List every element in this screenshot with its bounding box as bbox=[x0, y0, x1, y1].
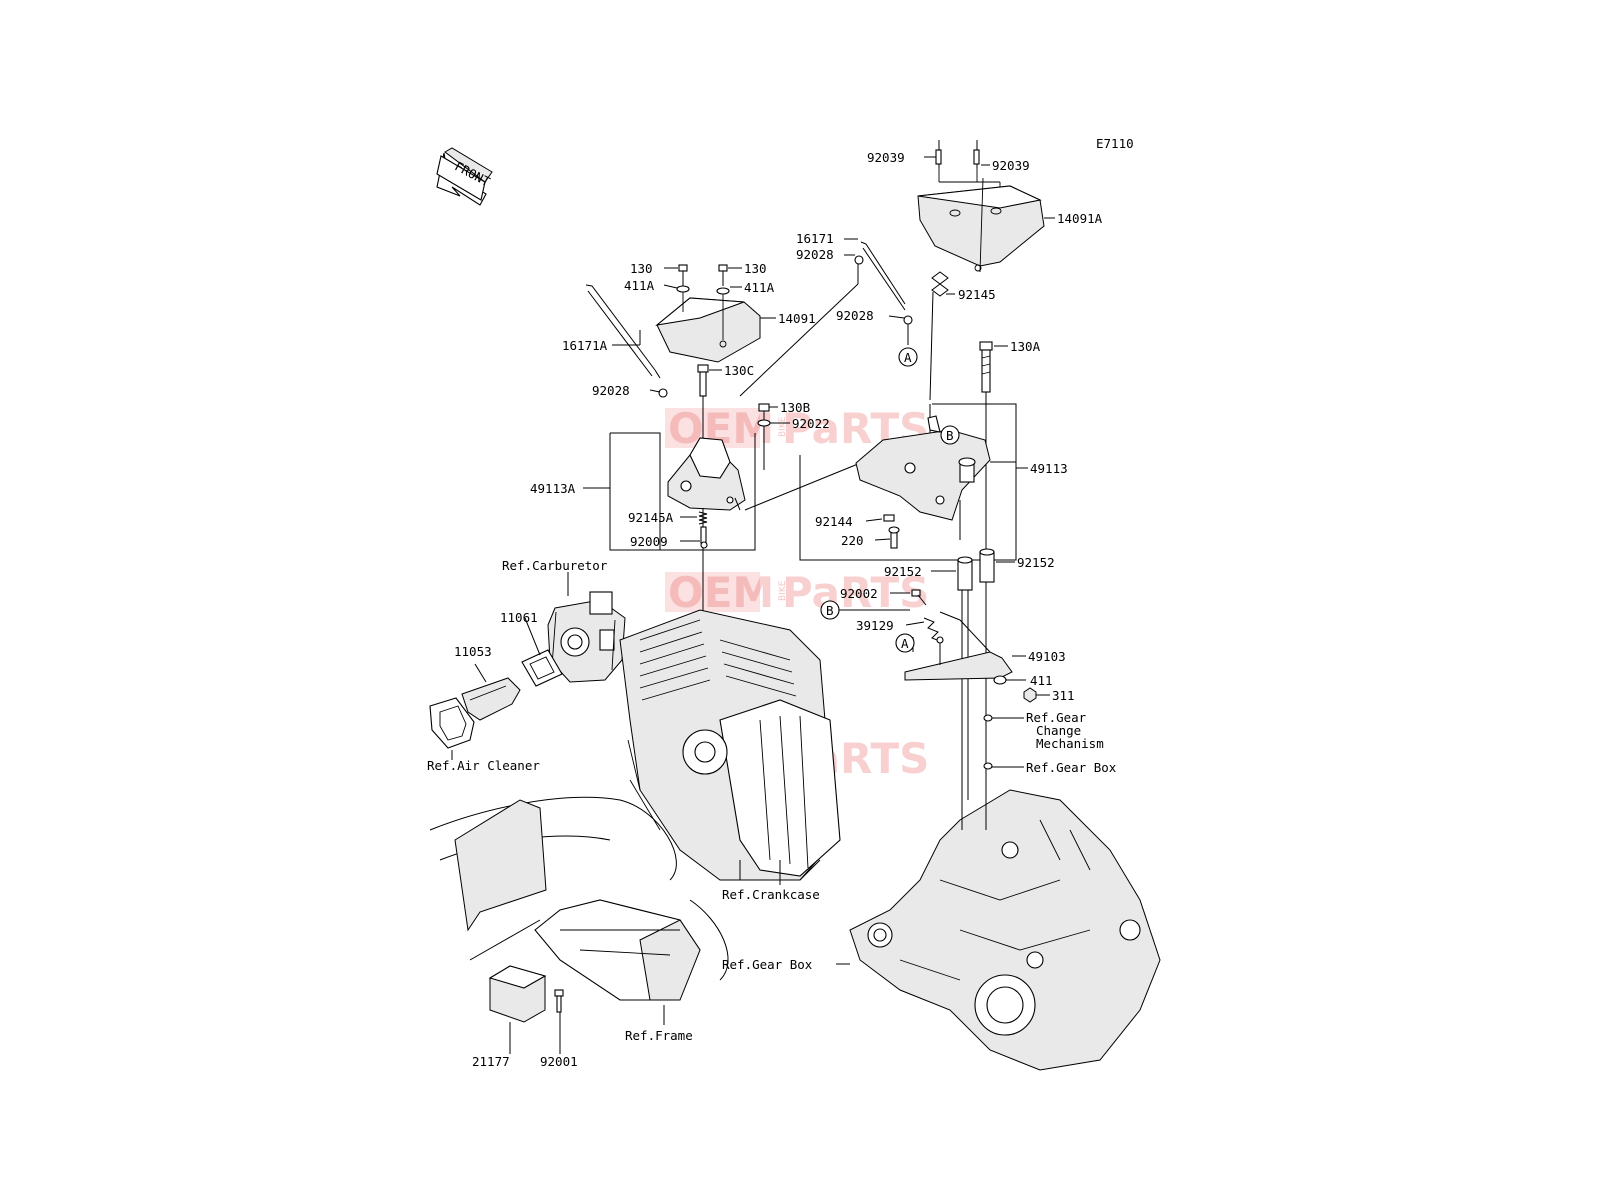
label-92009: 92009 bbox=[630, 534, 668, 549]
label-11061: 11061 bbox=[500, 610, 538, 625]
callout-a-lower-label: A bbox=[901, 636, 909, 651]
ref-crankcase: Ref.Crankcase bbox=[722, 887, 820, 902]
label-130-right: 130 bbox=[744, 261, 767, 276]
label-92145: 92145 bbox=[958, 287, 996, 302]
bracket-49113 bbox=[799, 403, 1017, 561]
nut-311 bbox=[1023, 687, 1037, 703]
label-14091: 14091 bbox=[778, 311, 816, 326]
label-92028-top: 92028 bbox=[796, 247, 834, 262]
label-92145a: 92145A bbox=[628, 510, 674, 525]
ref-gear-change-1: Ref.Gear bbox=[1026, 710, 1087, 725]
gasket-11061 bbox=[521, 649, 563, 687]
label-130-left: 130 bbox=[630, 261, 653, 276]
ref-gear-box-bottom: Ref.Gear Box bbox=[722, 957, 813, 972]
label-92028-mid: 92028 bbox=[836, 308, 874, 323]
callout-a-top bbox=[898, 347, 918, 367]
label-39129: 39129 bbox=[856, 618, 894, 633]
ref-frame: Ref.Frame bbox=[625, 1028, 693, 1043]
bracket-49113a bbox=[609, 432, 881, 551]
nut-411 bbox=[993, 675, 1007, 685]
callout-b-top-label: B bbox=[946, 428, 954, 443]
label-49103: 49103 bbox=[1028, 649, 1066, 664]
gear-box bbox=[849, 780, 1161, 1071]
ref-carburetor: Ref.Carburetor bbox=[502, 558, 608, 573]
ref-gear-change-2: Change bbox=[1036, 723, 1081, 738]
watermark-left-2: OEM bbox=[668, 568, 774, 617]
label-130a: 130A bbox=[1010, 339, 1041, 354]
rod-16171 bbox=[739, 241, 913, 397]
engine-crankcase bbox=[619, 609, 841, 881]
watermark-small-2: BIKE bbox=[778, 580, 788, 601]
label-92152-right: 92152 bbox=[1017, 555, 1055, 570]
spring-92145a bbox=[698, 511, 708, 549]
screw-92001 bbox=[554, 989, 564, 1038]
ref-gear-box-right: Ref.Gear Box bbox=[1026, 760, 1117, 775]
rod-16171a bbox=[585, 284, 668, 398]
front-arrow-icon: FRONT bbox=[436, 147, 493, 206]
callout-a-top-label: A bbox=[904, 350, 912, 365]
label-49113: 49113 bbox=[1030, 461, 1068, 476]
spring-92145 bbox=[929, 271, 949, 401]
label-92001: 92001 bbox=[540, 1054, 578, 1069]
relay-21177 bbox=[488, 965, 547, 1050]
label-411a-left: 411A bbox=[624, 278, 655, 293]
cover-14091 bbox=[655, 264, 761, 363]
callout-b-top bbox=[940, 425, 960, 445]
label-92039-right: 92039 bbox=[992, 158, 1030, 173]
diagram-code: E7110 bbox=[1096, 136, 1134, 151]
cover-14091a bbox=[917, 140, 1045, 273]
label-49113a: 49113A bbox=[530, 481, 576, 496]
ref-gear-change-3: Mechanism bbox=[1036, 736, 1104, 751]
label-311: 311 bbox=[1052, 688, 1075, 703]
label-130b: 130B bbox=[780, 400, 810, 415]
label-92028-left: 92028 bbox=[592, 383, 630, 398]
label-411: 411 bbox=[1030, 673, 1053, 688]
label-130c: 130C bbox=[724, 363, 754, 378]
label-92022: 92022 bbox=[792, 416, 830, 431]
elbow-11053 bbox=[461, 677, 521, 721]
label-11053: 11053 bbox=[454, 644, 492, 659]
callout-b-lower bbox=[820, 600, 840, 620]
label-411a-right: 411A bbox=[744, 280, 775, 295]
label-92039-left: 92039 bbox=[867, 150, 905, 165]
gasket-air-cleaner bbox=[429, 697, 475, 749]
label-220: 220 bbox=[841, 533, 864, 548]
pin-92144 bbox=[883, 514, 900, 549]
collar-92152-right bbox=[979, 548, 995, 583]
callout-a-lower bbox=[895, 633, 915, 653]
label-92152-left: 92152 bbox=[884, 564, 922, 579]
label-21177: 21177 bbox=[472, 1054, 510, 1069]
part-labels: 92039 92039 14091A 16171 92028 92145 920… bbox=[454, 150, 1103, 1069]
label-16171: 16171 bbox=[796, 231, 834, 246]
collar-92152-left bbox=[957, 556, 973, 800]
label-16171a: 16171A bbox=[562, 338, 608, 353]
reference-labels: Ref.Carburetor Ref.Air Cleaner Ref.Crank… bbox=[427, 558, 1117, 1043]
carburetor bbox=[547, 572, 626, 683]
label-92144: 92144 bbox=[815, 514, 853, 529]
leader-lines bbox=[451, 156, 1055, 1054]
label-92002: 92002 bbox=[840, 586, 878, 601]
callout-b-lower-label: B bbox=[826, 603, 834, 618]
ref-air-cleaner: Ref.Air Cleaner bbox=[427, 758, 540, 773]
frame bbox=[429, 796, 729, 1001]
label-14091a: 14091A bbox=[1057, 211, 1103, 226]
watermark-small-1: BIKE bbox=[778, 416, 788, 437]
